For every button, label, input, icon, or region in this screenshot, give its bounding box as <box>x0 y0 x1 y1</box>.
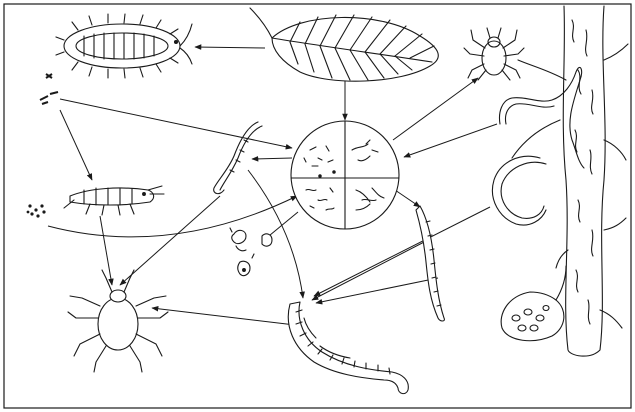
springtail-icon <box>64 186 164 215</box>
arrow-microbes-to-nematode-right <box>395 190 420 207</box>
predatory-mite-icon <box>68 270 168 372</box>
springtail-group-icon <box>40 74 58 104</box>
arrow-microbes-to-nematode-left <box>252 158 292 159</box>
arrow-nematode-right-to-earthworm <box>312 240 428 300</box>
protozoa-icon <box>230 228 272 276</box>
arrow-nematode-left-to-mite-bottom <box>120 196 220 285</box>
earthworm-icon <box>288 302 408 394</box>
arrow-microbes-to-mite-top <box>393 78 478 140</box>
woodlouse-icon <box>56 14 192 78</box>
microbe-circle-icon <box>291 121 399 229</box>
mite-icon <box>464 28 524 80</box>
arrow-springtails-to-microbes <box>60 99 292 148</box>
egg-cluster-icon <box>27 204 46 217</box>
arrow-leaf-to-woodlouse <box>195 47 265 48</box>
arrow-springtail-to-mite-bottom <box>100 216 112 285</box>
arrow-springtails-to-springtail <box>60 110 92 180</box>
arrow-root-to-microbes <box>404 124 497 157</box>
nematode-right-icon <box>416 206 444 321</box>
arrow-earthworm-to-mite-bottom <box>152 308 295 325</box>
arrow-protozoa-to-earthworm <box>316 278 438 303</box>
cyst-icon <box>501 266 566 341</box>
leaf-icon <box>250 8 438 81</box>
